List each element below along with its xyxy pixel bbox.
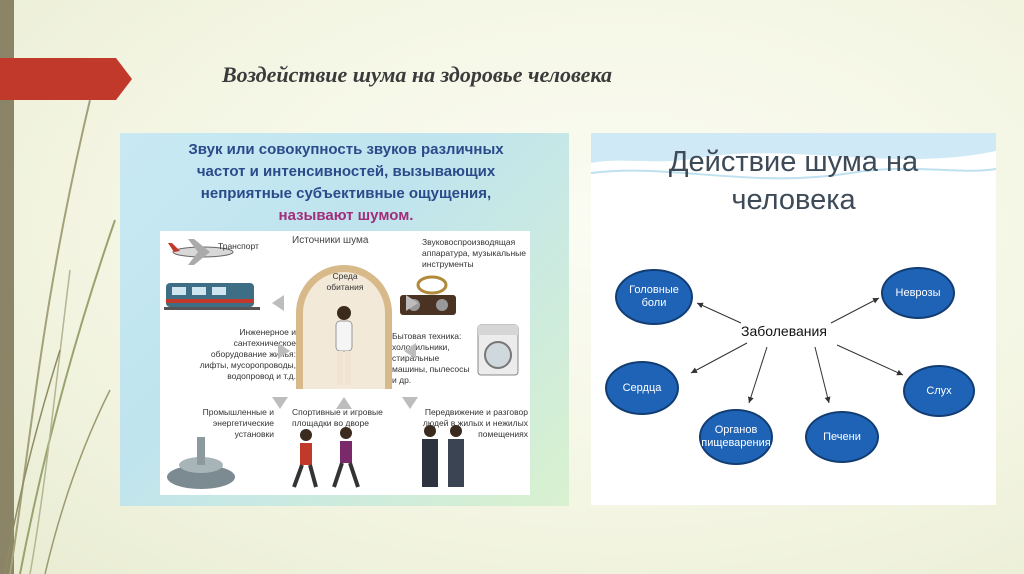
noise-sources-title: Источники шума: [292, 235, 369, 246]
slide-title: Воздействие шума на здоровье человека: [222, 62, 612, 87]
definition-line-3: неприятные субъективные ощущения,: [200, 185, 492, 202]
noise-definition: Звук или совокупность звуков различных ч…: [130, 139, 562, 227]
source-engineering: Инженерное и сантехническое оборудование…: [199, 327, 296, 381]
node-neuroses: Неврозы: [881, 267, 955, 319]
runners-icon: [292, 427, 360, 488]
train-icon: [164, 283, 260, 310]
definition-line-2: частот и интенсивностей, вызывающих: [196, 163, 496, 180]
people-talking-icon: [422, 425, 464, 487]
decorative-grass: [4, 99, 116, 574]
source-transport: Транспорт: [218, 241, 259, 251]
left-rail: [0, 0, 14, 574]
decorative-wave: [591, 133, 996, 180]
definition-line-4: называют шумом.: [278, 207, 414, 224]
airplane-icon: [168, 239, 234, 265]
diagram-title-line-2: человека: [731, 184, 856, 216]
source-industrial: Промышленные и энергетические установки: [202, 407, 274, 439]
diagram-title: Действие шума на человека: [591, 143, 996, 219]
source-sports: Спортивные и игровые площадки во дворе: [292, 407, 383, 428]
noise-effects-diagram: Действие шума на человека Заболевания Го…: [591, 133, 996, 505]
noise-definition-image: Звук или совокупность звуков различных ч…: [120, 133, 569, 506]
definition-line-1: Звук или совокупность звуков различных: [188, 141, 504, 158]
node-digestion: Органов пищеварения: [699, 409, 773, 465]
node-liver: Печени: [805, 411, 879, 463]
person-icon: [335, 306, 353, 385]
industrial-plant-icon: [167, 437, 235, 489]
source-environment: Среда обитания: [326, 271, 364, 292]
diagram-arrows: [690, 297, 904, 404]
diagram-title-line-1: Действие шума на: [668, 146, 919, 178]
diseases-label: Заболевания: [741, 323, 827, 339]
title-arrow-marker: [0, 58, 132, 100]
node-headache: Головные боли: [615, 269, 693, 325]
noise-sources-panel: Источники шума Транспорт Среда обитания: [160, 231, 530, 495]
source-audio: Звуковоспроизводящая аппаратура, музыкал…: [422, 237, 526, 269]
source-movement: Передвижение и разговор людей в жилых и …: [422, 407, 528, 439]
node-hearing: Слух: [903, 365, 975, 417]
audio-equipment-icon: [400, 275, 456, 315]
node-heart: Сердца: [605, 361, 679, 415]
washing-machine-icon: [477, 324, 519, 376]
source-arrows: [272, 295, 418, 409]
